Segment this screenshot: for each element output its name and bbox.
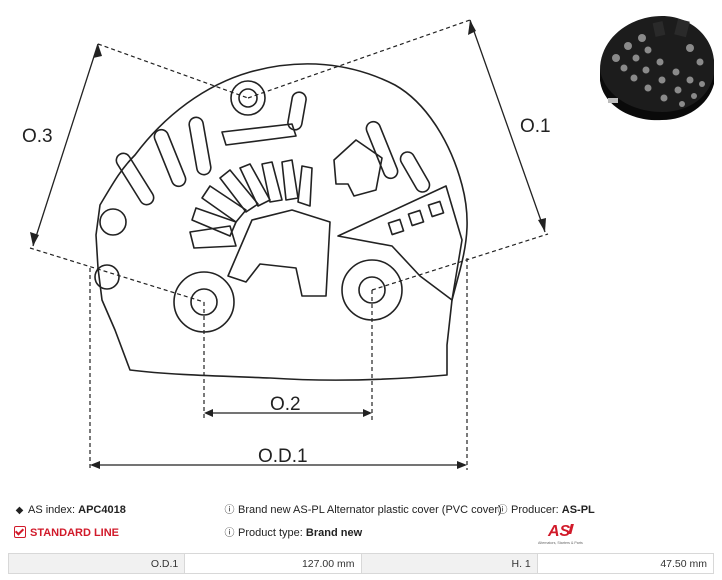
as-index-label: AS index: (28, 504, 76, 516)
producer-value: AS-PL (561, 504, 595, 516)
product-type-value: Brand new (305, 527, 363, 539)
dim-label-o2: O.2 (270, 394, 301, 415)
info-icon: ⓘ (224, 505, 235, 516)
as-index: ◆ AS index: APC4018 (14, 503, 126, 518)
spec-label: H. 1 (360, 553, 538, 574)
svg-text:AS: AS (547, 523, 571, 540)
dim-label-o3: O.3 (22, 126, 53, 147)
check-icon (14, 526, 26, 538)
spec-value: 47.50 mm (536, 553, 715, 574)
as-pl-logo: AS Alternators, Starters & Parts (538, 523, 583, 545)
svg-text:Alternators, Starters & Parts: Alternators, Starters & Parts (538, 541, 583, 545)
product-line: STANDARD LINE (14, 526, 119, 540)
product-line-text: STANDARD LINE (30, 527, 120, 539)
spec-value: 127.00 mm (184, 553, 362, 574)
dim-label-o1: O.1 (520, 116, 551, 137)
as-index-value: APC4018 (78, 504, 126, 516)
tag-icon: ◆ (15, 505, 24, 516)
info-icon: ⓘ (497, 505, 508, 516)
spec-label: O.D.1 (7, 553, 186, 574)
spec-row: O.D.1 127.00 mm H. 1 47.50 mm (7, 553, 715, 574)
technical-drawing: O.3 O.1 O.2 O.D.1 (22, 19, 551, 470)
product-type-label: Product type: (238, 527, 303, 539)
spec-table: O.D.1 127.00 mm H. 1 47.50 mm (7, 553, 715, 574)
info-icon: ⓘ (224, 528, 235, 539)
cover-outline (95, 63, 468, 381)
dim-label-od1: O.D.1 (258, 446, 308, 467)
description-text: Brand new AS-PL Alternator plastic cover… (238, 504, 502, 516)
product-photo (600, 16, 714, 121)
producer-label: Producer: (511, 504, 559, 516)
